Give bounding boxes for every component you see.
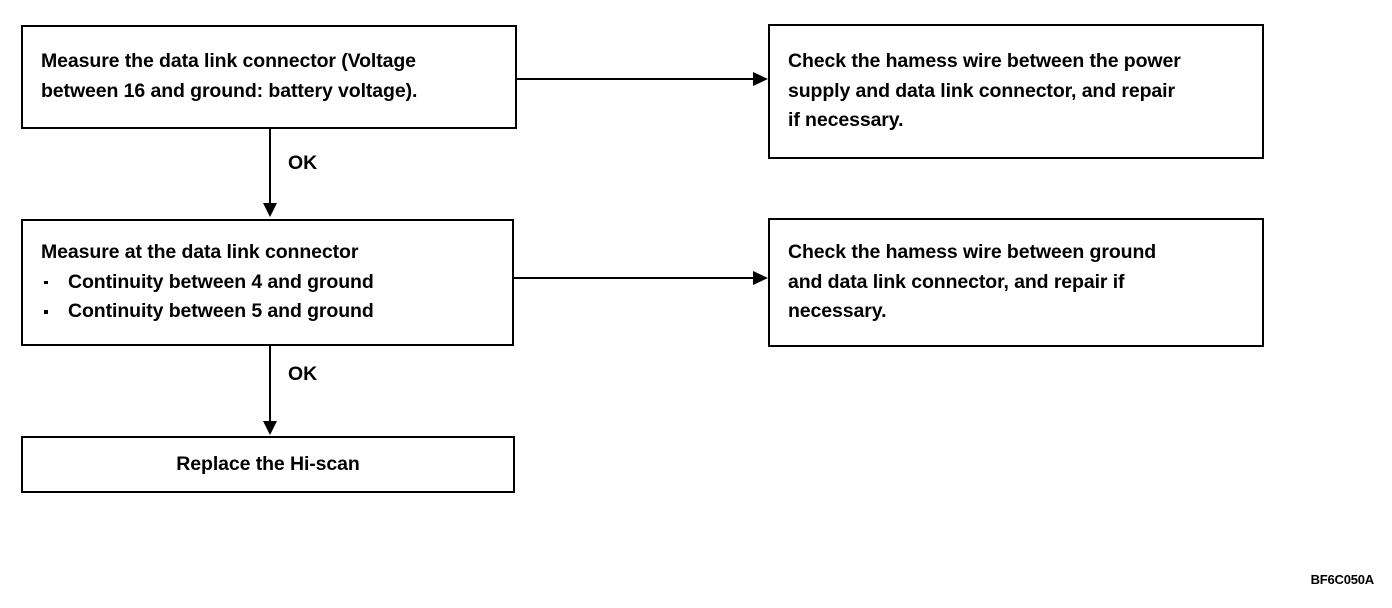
check-power-harness-text: Check the hamess wire between the power … [788, 50, 1181, 132]
list-item: Continuity between 5 and ground [41, 297, 494, 327]
arrowhead-right-icon [753, 271, 768, 285]
check-ground-harness-text: Check the hamess wire between ground and… [788, 241, 1157, 323]
arrowhead-right-icon [753, 72, 768, 86]
replace-hiscan-text: Replace the Hi-scan [176, 452, 360, 475]
measure-continuity-heading: Measure at the data link connector [41, 241, 359, 264]
flow-box-check-power-harness: Check the hamess wire between the power … [768, 24, 1264, 159]
flow-box-measure-voltage: Measure the data link connector (Voltage… [21, 25, 517, 129]
arrowhead-down-icon [263, 421, 277, 435]
flow-box-check-ground-harness: Check the hamess wire between ground and… [768, 218, 1264, 347]
connector-continuity-to-ground-harness [514, 277, 755, 279]
connector-label-ok-2: OK [288, 363, 318, 385]
connector-continuity-to-replace [269, 346, 271, 422]
figure-code-label: BF6C050A [1310, 572, 1375, 587]
flow-box-measure-continuity: Measure at the data link connector Conti… [21, 219, 514, 346]
continuity-bullet-list: Continuity between 4 and ground Continui… [41, 268, 494, 327]
arrowhead-down-icon [263, 203, 277, 217]
flow-box-replace-hiscan: Replace the Hi-scan [21, 436, 515, 493]
measure-voltage-text: Measure the data link connector (Voltage… [41, 50, 418, 102]
connector-voltage-to-continuity [269, 129, 271, 205]
list-item: Continuity between 4 and ground [41, 268, 494, 298]
connector-voltage-to-power-harness [517, 78, 755, 80]
connector-label-ok-1: OK [288, 152, 318, 174]
